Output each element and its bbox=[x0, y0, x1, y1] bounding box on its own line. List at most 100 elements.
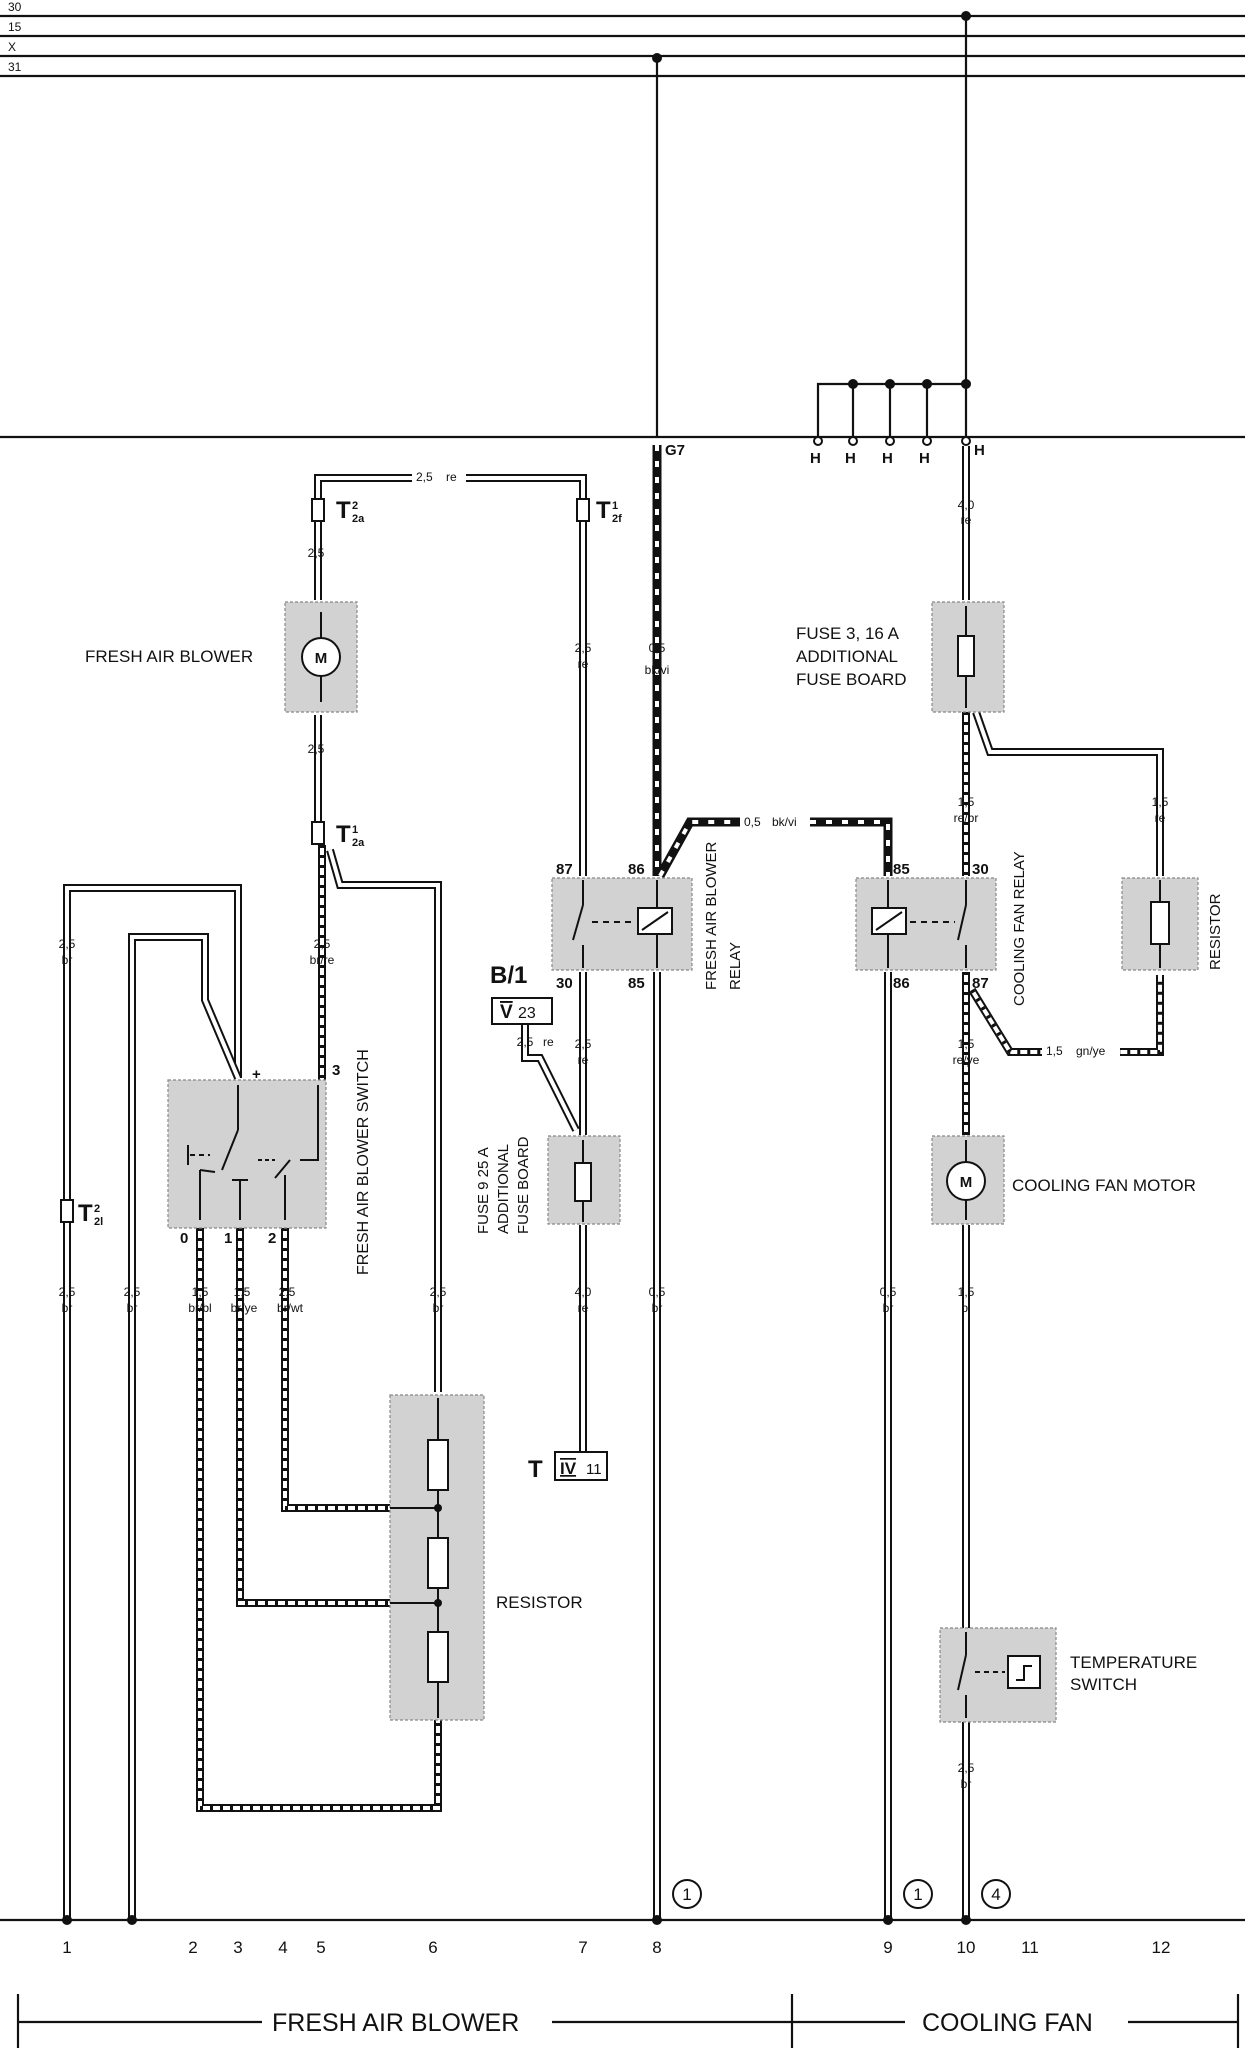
bus-label-15: 15 bbox=[8, 20, 22, 34]
h-label-1: H bbox=[810, 450, 821, 467]
svg-text:23: 23 bbox=[518, 1005, 536, 1022]
svg-text:2a: 2a bbox=[352, 837, 365, 849]
cooling-fan-relay bbox=[855, 877, 997, 971]
relay1-pin-87: 87 bbox=[556, 861, 573, 878]
svg-text:T: T bbox=[336, 821, 351, 848]
svg-text:1,5: 1,5 bbox=[192, 1285, 209, 1299]
svg-text:bk/vi: bk/vi bbox=[772, 815, 797, 829]
fresh-air-blower-motor: M bbox=[284, 601, 358, 713]
svg-text:2,5: 2,5 bbox=[575, 641, 592, 655]
svg-text:1: 1 bbox=[612, 500, 618, 512]
svg-text:br: br bbox=[62, 953, 73, 967]
double-wires bbox=[63, 446, 1164, 1918]
cooling-fan-motor-label: COOLING FAN MOTOR bbox=[1012, 1176, 1196, 1195]
svg-text:2,5: 2,5 bbox=[59, 937, 76, 951]
svg-text:2,5: 2,5 bbox=[59, 1285, 76, 1299]
svg-text:br/wt: br/wt bbox=[277, 1301, 304, 1315]
svg-text:br: br bbox=[433, 1301, 444, 1315]
relay2-pin-87: 87 bbox=[972, 975, 989, 992]
bk-vi-wires bbox=[652, 445, 893, 879]
svg-text:0,5: 0,5 bbox=[649, 1285, 666, 1299]
h-label-5: H bbox=[974, 442, 985, 459]
h-terminal-comb: H H H H H bbox=[810, 379, 985, 467]
svg-text:br: br bbox=[62, 1301, 73, 1315]
temperature-switch-label-1: TEMPERATURE bbox=[1070, 1653, 1197, 1672]
svg-text:2,5: 2,5 bbox=[308, 742, 325, 756]
svg-text:1: 1 bbox=[913, 1885, 922, 1904]
relay1-pin-86: 86 bbox=[628, 861, 645, 878]
svg-text:2,5: 2,5 bbox=[430, 1285, 447, 1299]
h-label-3: H bbox=[882, 450, 893, 467]
fuse9-label-2: ADDITIONAL bbox=[495, 1144, 512, 1234]
svg-text:br: br bbox=[961, 1777, 972, 1791]
bus-lines: 30 15 X 31 bbox=[0, 0, 1245, 78]
svg-text:4: 4 bbox=[278, 1938, 287, 1957]
svg-text:2: 2 bbox=[352, 500, 358, 512]
svg-text:2,5: 2,5 bbox=[416, 470, 433, 484]
svg-text:re: re bbox=[578, 1053, 589, 1067]
svg-text:3: 3 bbox=[233, 1938, 242, 1957]
svg-text:2f: 2f bbox=[612, 513, 622, 525]
connector-t2f: T 1 2f bbox=[576, 497, 622, 525]
svg-text:2,5: 2,5 bbox=[314, 937, 331, 951]
connector-t2a-top: T 2 2a bbox=[311, 497, 365, 525]
svg-text:re: re bbox=[961, 513, 972, 527]
svg-text:0,5: 0,5 bbox=[880, 1285, 897, 1299]
svg-text:1,5: 1,5 bbox=[958, 1285, 975, 1299]
svg-text:2,5: 2,5 bbox=[958, 1761, 975, 1775]
svg-text:4,0: 4,0 bbox=[575, 1285, 592, 1299]
fresh-air-blower-switch-label: FRESH AIR BLOWER SWITCH bbox=[355, 1049, 372, 1275]
fuse3-label-1: FUSE 3, 16 A bbox=[796, 624, 900, 643]
fuse9-label-1: FUSE 9 25 A bbox=[475, 1147, 492, 1234]
svg-text:1,5: 1,5 bbox=[958, 1037, 975, 1051]
resistor-left bbox=[389, 1394, 485, 1721]
svg-text:M: M bbox=[315, 650, 328, 667]
resistor-right-label: RESISTOR bbox=[1207, 893, 1224, 970]
svg-text:re: re bbox=[543, 1035, 554, 1049]
fresh-air-blower-relay bbox=[551, 877, 693, 971]
relay2-pin-30: 30 bbox=[972, 861, 989, 878]
bus-label-30: 30 bbox=[8, 0, 22, 14]
svg-text:br: br bbox=[652, 1301, 663, 1315]
section-bar: FRESH AIR BLOWER COOLING FAN bbox=[16, 1994, 1240, 2048]
svg-text:br: br bbox=[127, 1301, 138, 1315]
svg-text:1,5: 1,5 bbox=[1046, 1044, 1063, 1058]
svg-text:br: br bbox=[883, 1301, 894, 1315]
svg-text:re: re bbox=[446, 470, 457, 484]
temperature-switch-label-2: SWITCH bbox=[1070, 1675, 1137, 1694]
fuse-3 bbox=[931, 601, 1005, 713]
h-label-2: H bbox=[845, 450, 856, 467]
svg-text:2,5: 2,5 bbox=[517, 1035, 534, 1049]
svg-text:2,5: 2,5 bbox=[575, 1037, 592, 1051]
switch-pin-3: 3 bbox=[332, 1062, 340, 1079]
wire-labels: 2,5 re 2,5 2,5 2,5 re 0,5 bk/vi 2,5 br/r… bbox=[59, 470, 1169, 1791]
svg-text:re/br: re/br bbox=[954, 811, 979, 825]
svg-text:2: 2 bbox=[188, 1938, 197, 1957]
fresh-air-blower-relay-label-2: RELAY bbox=[727, 942, 744, 990]
switch-pin-plus: + bbox=[252, 1066, 261, 1083]
svg-text:br/re: br/re bbox=[310, 953, 335, 967]
svg-text:br/bl: br/bl bbox=[188, 1301, 211, 1315]
svg-text:1,5: 1,5 bbox=[234, 1285, 251, 1299]
svg-text:gn/ye: gn/ye bbox=[1076, 1044, 1106, 1058]
g7-label: G7 bbox=[665, 442, 685, 459]
fuse3-label-3: FUSE BOARD bbox=[796, 670, 907, 689]
svg-text:V: V bbox=[500, 1002, 513, 1023]
cooling-fan-relay-label: COOLING FAN RELAY bbox=[1011, 851, 1028, 1006]
svg-text:re/ye: re/ye bbox=[953, 1053, 980, 1067]
svg-text:re: re bbox=[578, 1301, 589, 1315]
svg-text:11: 11 bbox=[586, 1461, 602, 1478]
svg-text:8: 8 bbox=[652, 1938, 661, 1957]
svg-text:9: 9 bbox=[883, 1938, 892, 1957]
current-track-numbers: 1 2 3 4 5 6 7 8 9 10 11 12 bbox=[62, 1938, 1170, 1957]
svg-text:2: 2 bbox=[94, 1203, 100, 1215]
resistor-right bbox=[1121, 877, 1199, 971]
svg-text:T: T bbox=[336, 497, 351, 524]
svg-text:br/ye: br/ye bbox=[231, 1301, 258, 1315]
relay1-pin-85: 85 bbox=[628, 975, 645, 992]
svg-text:11: 11 bbox=[1021, 1938, 1039, 1957]
svg-text:re: re bbox=[1155, 811, 1166, 825]
svg-text:6: 6 bbox=[428, 1938, 437, 1957]
svg-text:0,5: 0,5 bbox=[649, 641, 666, 655]
